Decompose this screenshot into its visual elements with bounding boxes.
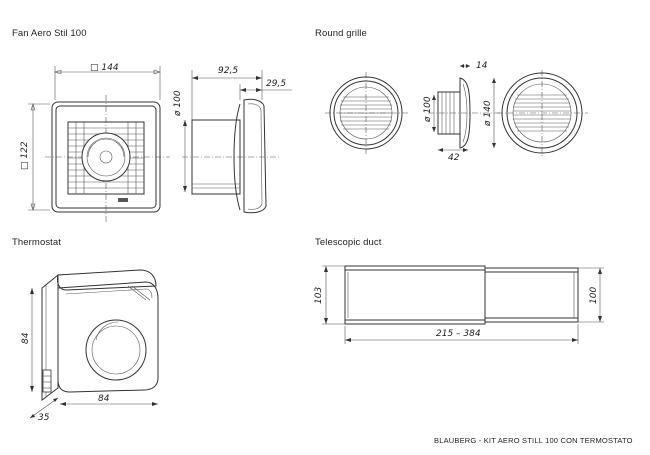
grille-flange-dim: 14 [476, 61, 488, 71]
grille-back-view [497, 70, 588, 156]
grille-front-view [325, 72, 408, 154]
thermostat-width-dim: 84 [98, 394, 110, 404]
duct-outer-dim: 103 [314, 287, 324, 304]
grille-side-view: 14 ø 100 ø 140 42 [423, 61, 500, 163]
thermostat-depth-dim: 35 [38, 413, 50, 423]
fan-front-dim: 29,5 [266, 79, 286, 89]
fan-section-title: Fan Aero Stil 100 [12, 28, 87, 39]
telescopic-duct-view: 103 100 215 – 384 [314, 265, 604, 344]
fan-front-view: □ 144 □ 122 [20, 63, 170, 222]
duct-inner-dim: 100 [589, 287, 599, 304]
grille-section-title: Round grille [315, 28, 367, 39]
grille-outer-dim: ø 140 [483, 100, 493, 127]
grille-spigot-dim: ø 100 [423, 96, 433, 123]
fan-depth-dim: 92,5 [218, 66, 238, 76]
duct-length-dim: 215 – 384 [436, 329, 481, 339]
thermostat-height-dim: 84 [21, 332, 31, 344]
fan-height-dim: □ 122 [20, 141, 30, 170]
fan-spigot-dim: ø 100 [173, 90, 183, 117]
thermostat-section-title: Thermostat [12, 237, 62, 248]
grille-depth-dim: 42 [448, 153, 460, 163]
thermostat-view: 84 84 35 [21, 269, 159, 423]
duct-section-title: Telescopic duct [315, 237, 382, 248]
footer-caption: BLAUBERG - KIT AERO STILL 100 CON TERMOS… [434, 436, 633, 445]
fan-side-view: 92,5 29,5 ø 100 [173, 66, 292, 214]
fan-width-dim: □ 144 [90, 63, 119, 73]
